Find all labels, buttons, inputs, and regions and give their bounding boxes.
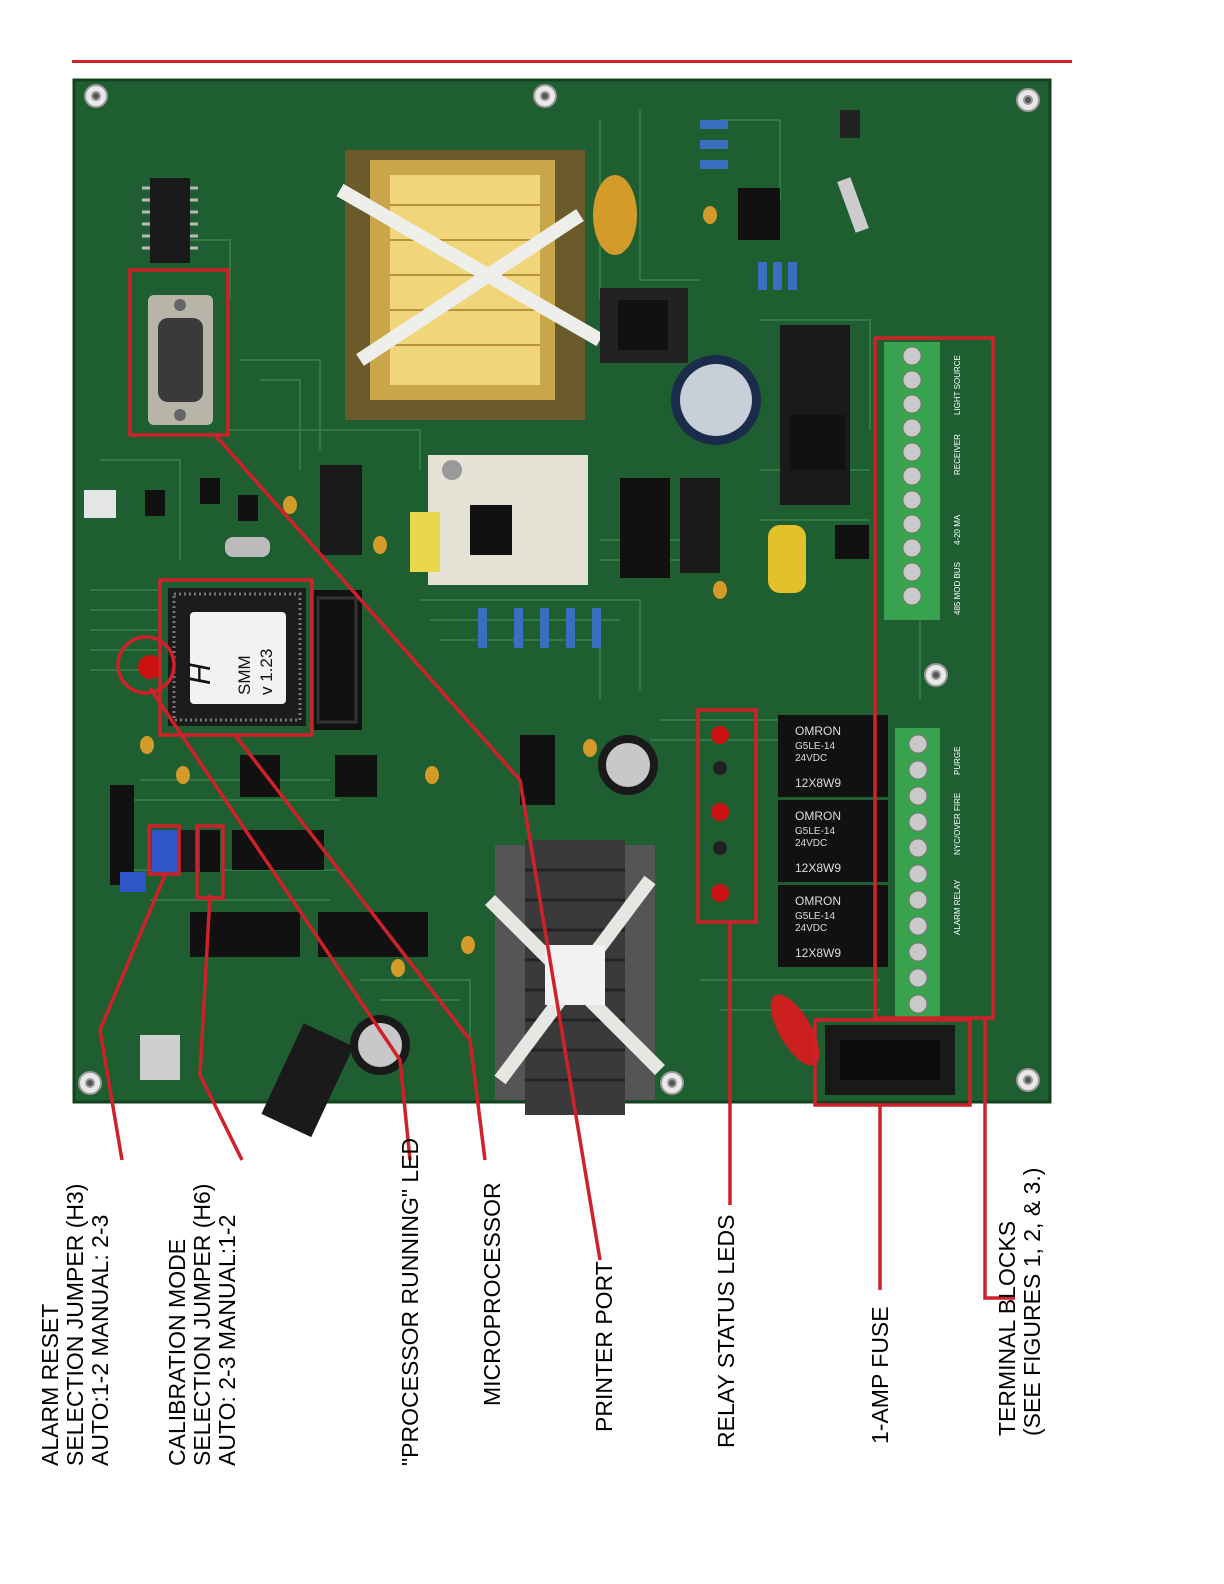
leader-terminal-blocks xyxy=(983,1018,1015,1300)
processor-led-circle xyxy=(116,635,176,695)
fuse-holder xyxy=(770,994,955,1095)
microprocessor-chip: H SMM v 1.23 xyxy=(168,588,306,726)
header-rule xyxy=(72,60,1072,63)
relay-k3: OMRON G5LE-14 24VDC 12X8W9 xyxy=(778,715,888,797)
label-alarm-reset: ALARM RESET SELECTION JUMPER (H3) AUTO:1… xyxy=(37,1183,113,1466)
svg-text:LIGHT SOURCE: LIGHT SOURCE xyxy=(953,355,962,415)
svg-text:12X8W9: 12X8W9 xyxy=(795,861,841,875)
svg-text:24VDC: 24VDC xyxy=(795,753,827,764)
svg-text:OMRON: OMRON xyxy=(795,809,841,823)
printer-port-connector xyxy=(148,295,213,425)
center-module xyxy=(320,415,869,648)
label-microprocessor: MICROPROCESSOR xyxy=(479,1182,505,1406)
label-processor-running-led: "PROCESSOR RUNNING" LED xyxy=(397,1137,423,1466)
jumper-h6-box xyxy=(195,824,225,900)
jumper-h3-box xyxy=(147,824,181,876)
lower-transformer xyxy=(485,840,665,1115)
ic-u8 xyxy=(142,178,198,263)
label-calibration-mode: CALIBRATION MODE SELECTION JUMPER (H6) A… xyxy=(164,1183,240,1466)
left-components xyxy=(84,206,727,1080)
leader-alarm-reset xyxy=(98,874,167,1161)
svg-text:4-20 MA: 4-20 MA xyxy=(953,514,962,545)
microprocessor-box xyxy=(158,578,314,737)
relay-k1: OMRON G5LE-14 24VDC 12X8W9 xyxy=(778,885,888,967)
svg-text:24VDC: 24VDC xyxy=(795,923,827,934)
svg-text:ALARM RELAY: ALARM RELAY xyxy=(953,879,962,935)
svg-text:G5LE-14: G5LE-14 xyxy=(795,911,835,922)
svg-text:24VDC: 24VDC xyxy=(795,838,827,849)
label-relay-status-leds: RELAY STATUS LEDS xyxy=(713,1214,739,1448)
chip-model: SMM xyxy=(235,655,254,695)
mounting-holes xyxy=(78,84,1040,1095)
svg-text:G5LE-14: G5LE-14 xyxy=(795,741,835,752)
svg-text:OMRON: OMRON xyxy=(795,894,841,908)
label-fuse: 1-AMP FUSE xyxy=(867,1306,893,1444)
relays: OMRON G5LE-14 24VDC 12X8W9 OMRON G5LE-14… xyxy=(778,715,888,967)
svg-text:G5LE-14: G5LE-14 xyxy=(795,826,835,837)
svg-text:OMRON: OMRON xyxy=(795,724,841,738)
processor-running-led xyxy=(138,655,162,679)
svg-text:RECEIVER: RECEIVER xyxy=(953,434,962,475)
relay-k2: OMRON G5LE-14 24VDC 12X8W9 xyxy=(778,800,888,882)
terminal-block-upper xyxy=(884,342,940,620)
svg-text:12X8W9: 12X8W9 xyxy=(795,946,841,960)
relay-led-2 xyxy=(711,803,729,821)
chip-version: v 1.23 xyxy=(257,649,276,695)
svg-text:PURGE: PURGE xyxy=(953,747,962,775)
terminal-block-lower xyxy=(895,728,940,1018)
terminal-group-labels: 485 MOD BUS 4-20 MA RECEIVER LIGHT SOURC… xyxy=(953,355,962,935)
upper-transformer xyxy=(336,150,637,420)
terminal-blocks-box xyxy=(873,336,995,1020)
fuse-box xyxy=(813,1018,972,1107)
chip-brand: H xyxy=(184,663,217,685)
label-terminal-blocks: TERMINAL BLOCKS (SEE FIGURES 1, 2, & 3.) xyxy=(994,1167,1045,1436)
leader-processor-led xyxy=(148,687,412,1161)
relay-led-3 xyxy=(711,884,729,902)
svg-text:NYC/OVER FIRE: NYC/OVER FIRE xyxy=(953,793,962,855)
jumper-headers xyxy=(120,830,220,892)
label-printer-port: PRINTER PORT xyxy=(591,1261,617,1432)
relay-status-led-cluster xyxy=(711,726,729,902)
svg-text:485 MOD BUS: 485 MOD BUS xyxy=(953,562,962,615)
leader-calibration xyxy=(198,894,244,1161)
leader-microprocessor xyxy=(233,733,487,1161)
relay-led-1 xyxy=(711,726,729,744)
leader-printer-port xyxy=(213,433,602,1261)
relay-leds-box xyxy=(696,708,758,924)
ribbon-header xyxy=(312,590,362,730)
printer-port-box xyxy=(128,268,230,437)
svg-text:12X8W9: 12X8W9 xyxy=(795,776,841,790)
